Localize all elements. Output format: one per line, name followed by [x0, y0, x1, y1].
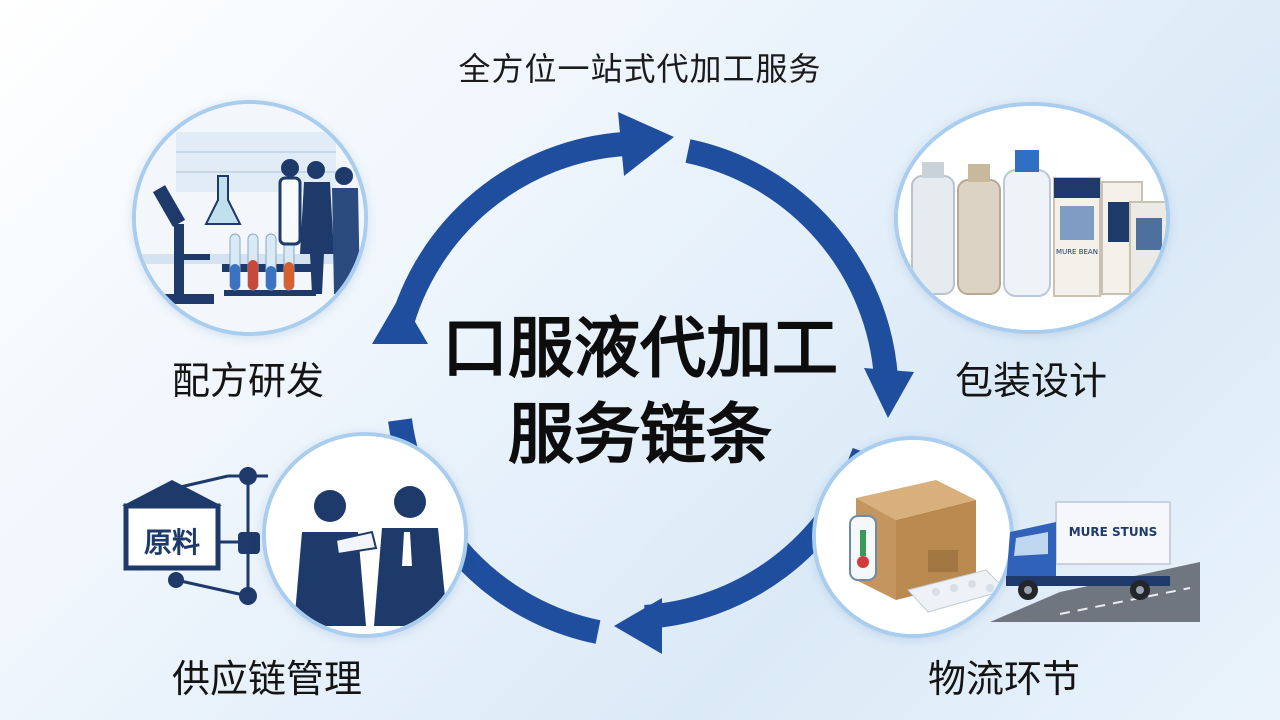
center-title: 口服液代加工 服务链条: [420, 306, 860, 478]
package-box-icon-1: MURE BEAN: [1053, 177, 1101, 297]
warehouse-icon: [122, 480, 222, 571]
microscope-icon: [152, 185, 214, 304]
arrowhead-bottom: [614, 598, 662, 654]
supply-network-icon: 原料: [116, 460, 286, 610]
stage-label-packaging: 包装设计: [955, 359, 1108, 403]
truck-text: MURE STUNS: [1069, 525, 1158, 539]
thermometer-icon: [849, 515, 877, 581]
arrow-to-formula: [388, 132, 625, 334]
delivery-truck-icon: MURE STUNS: [990, 492, 1200, 622]
stage-label-logistics: 物流环节: [928, 657, 1081, 701]
center-title-line2: 服务链条: [508, 396, 772, 473]
businessmen-silhouette: [294, 486, 448, 626]
top-title: 全方位一站式代加工服务: [458, 50, 822, 88]
arrowhead-left: [372, 296, 428, 344]
supply-chain-image: [262, 432, 468, 638]
bottle-icon-left: [911, 162, 955, 295]
bottle-icon-amber: [957, 164, 1001, 295]
packaging-design-image: MURE BEAN: [894, 102, 1170, 334]
package-box-icon-3: [1129, 201, 1166, 297]
test-tubes-icon: [222, 233, 318, 296]
box-label: MURE BEAN: [1056, 248, 1098, 256]
arrowhead-top: [618, 112, 674, 176]
stage-label-supply-chain: 供应链管理: [172, 657, 363, 701]
arrow-to-packaging: [685, 139, 898, 379]
scientists-silhouette: [278, 159, 360, 294]
formula-rd-image: [132, 100, 368, 336]
foam-tray-icon: [907, 569, 1007, 613]
stage-label-formula: 配方研发: [172, 359, 325, 403]
center-title-line1: 口服液代加工: [442, 310, 838, 387]
warehouse-sign: 原料: [144, 526, 200, 559]
arrowhead-right: [864, 368, 914, 418]
logistics-image: [812, 436, 1014, 638]
bottle-icon-clear: [1003, 150, 1051, 297]
flask-icon: [204, 175, 242, 225]
